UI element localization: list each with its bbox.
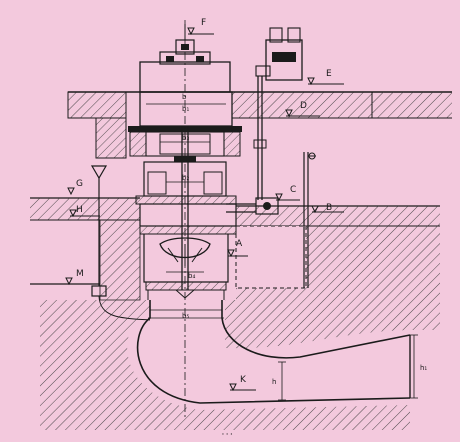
level-gauge-left (90, 165, 151, 321)
dim-b5: b₅ (182, 312, 189, 320)
turbine-runner-area (139, 203, 237, 300)
level-marker-A (227, 249, 248, 258)
right-concrete-block (235, 225, 440, 300)
dim-b4: b₄ (188, 272, 195, 280)
governor-equipment (226, 27, 303, 215)
level-markers (65, 27, 344, 392)
servo-rod-right (303, 152, 316, 288)
dimension-labels: b b₁ b₃ b₂ b₄ b₅ h h₁ (182, 93, 427, 386)
label-E: E (326, 69, 332, 79)
level-marker-K (229, 383, 256, 392)
footer-mark: ' ' ' (222, 432, 232, 440)
label-K: K (240, 375, 247, 385)
level-marker-H (69, 209, 100, 218)
dim-b1-top: b₁ (182, 105, 189, 113)
dim-h: h (272, 378, 276, 386)
dim-b: b (182, 93, 187, 101)
level-marker-B (311, 205, 344, 214)
level-marker-D (285, 109, 320, 118)
left-pier (95, 117, 127, 159)
foundation-hatch (40, 300, 440, 430)
level-marker-C (275, 193, 300, 202)
dim-b2: b₂ (182, 174, 189, 182)
label-M: M (76, 269, 84, 279)
upper-floor-slab (67, 91, 452, 119)
label-C: C (290, 185, 296, 195)
dim-h1: h₁ (420, 364, 427, 372)
level-marker-F (187, 27, 214, 36)
label-D: D (300, 101, 307, 111)
dimension-lines (146, 103, 418, 401)
shaft-assembly (135, 20, 237, 420)
label-B: B (326, 203, 332, 213)
label-H: H (76, 205, 83, 215)
level-marker-M (65, 277, 73, 286)
label-A: A (236, 239, 243, 249)
level-marker-E (307, 77, 344, 86)
middle-floor-slab (30, 197, 440, 227)
dim-b3: b₃ (182, 134, 189, 142)
label-F: F (201, 18, 206, 28)
level-marker-G (67, 187, 75, 196)
elevation-labels: F E D G C H B A M K (76, 18, 332, 385)
draft-tube (136, 300, 411, 404)
label-G: G (76, 179, 83, 189)
